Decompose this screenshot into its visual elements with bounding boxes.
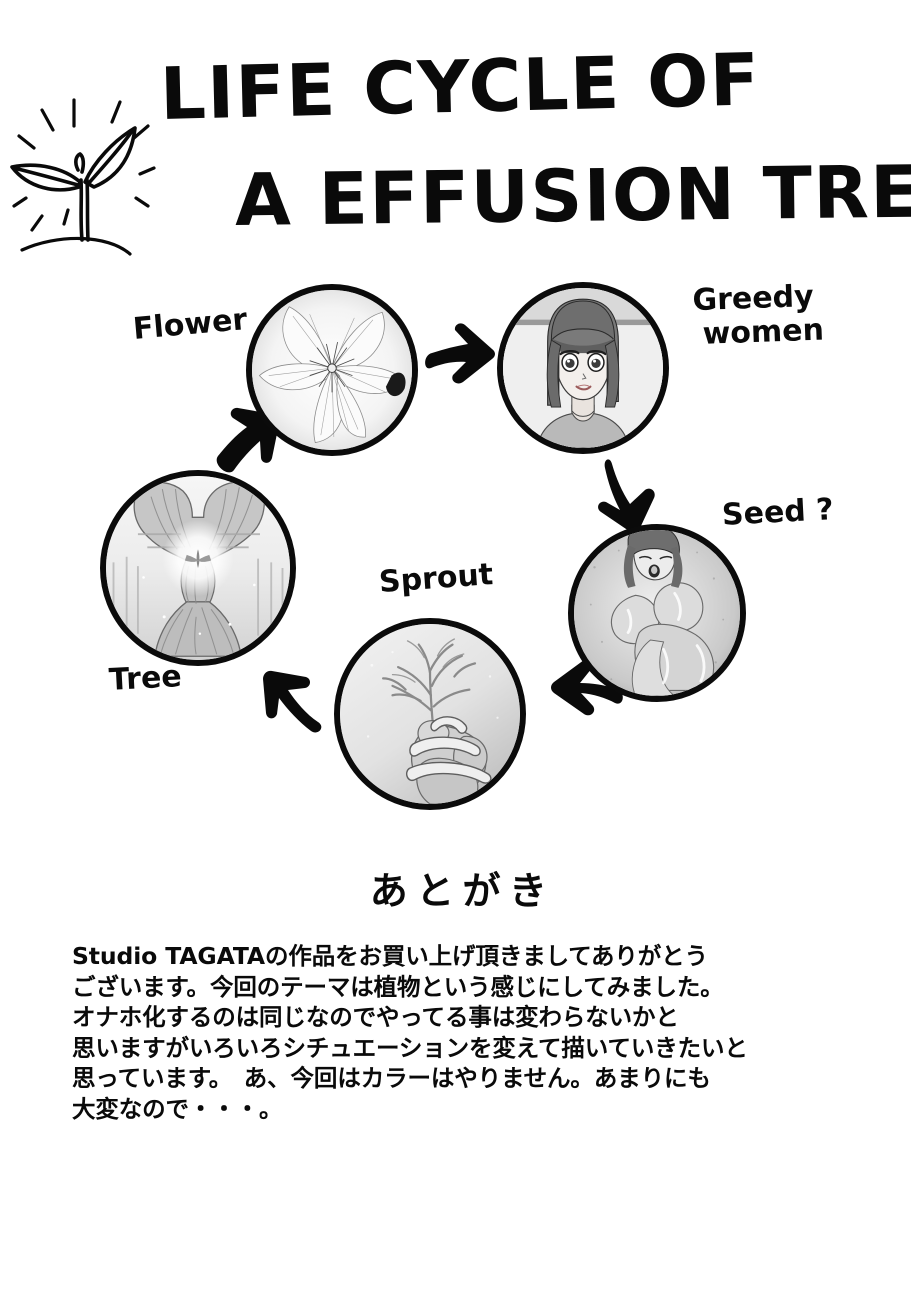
cycle-node-seed[interactable] — [568, 524, 746, 702]
cycle-node-greedy-women[interactable] — [497, 282, 669, 454]
sprout-icon — [2, 58, 177, 258]
page-title-line-2: A EFFUSION TREE — [234, 149, 911, 242]
cycle-label-greedy-women-line2: women — [701, 312, 825, 352]
cycle-node-tree[interactable] — [100, 470, 296, 666]
woman-portrait-illustration — [503, 288, 663, 448]
flower-illustration — [252, 290, 412, 450]
page-title-line-1: LIFE CYCLE OF — [158, 37, 762, 136]
afterword-section: あとがき Studio TAGATAの作品をお買い上げ頂きましてありがとう ござ… — [0, 860, 911, 1124]
seed-body-illustration — [574, 530, 740, 696]
afterword-line-1: Studio TAGATAの作品をお買い上げ頂きましてありがとう — [72, 942, 708, 970]
cycle-node-flower[interactable] — [246, 284, 418, 456]
afterword-line-4: 思いますがいろいろシチュエーションを変えて描いていきたいと — [72, 1033, 748, 1062]
tree-illustration — [106, 476, 290, 660]
afterword-line-5: 思っています。 あ、今回はカラーはやりません。あまりにも — [72, 1064, 711, 1093]
cycle-label-seed: Seed ? — [721, 492, 835, 533]
afterword-line-2: ございます。今回のテーマは植物という感じにしてみました。 — [72, 972, 724, 1001]
cycle-label-greedy-women-line1: Greedy — [691, 278, 815, 319]
afterword-body: Studio TAGATAの作品をお買い上げ頂きましてありがとう ございます。今… — [0, 941, 911, 1124]
cycle-label-tree: Tree — [108, 659, 183, 698]
cycle-label-greedy-women: Greedy women — [683, 278, 825, 352]
afterword-line-3: オナホ化するのは同じなのでやってる事は変わらないかと — [72, 1003, 679, 1032]
afterword-heading: あとがき — [369, 869, 556, 913]
sprout-illustration — [340, 624, 520, 804]
life-cycle-diagram: Flower — [0, 270, 911, 830]
afterword-line-6: 大変なので・・・。 — [72, 1094, 283, 1123]
cycle-node-sprout[interactable] — [334, 618, 526, 810]
